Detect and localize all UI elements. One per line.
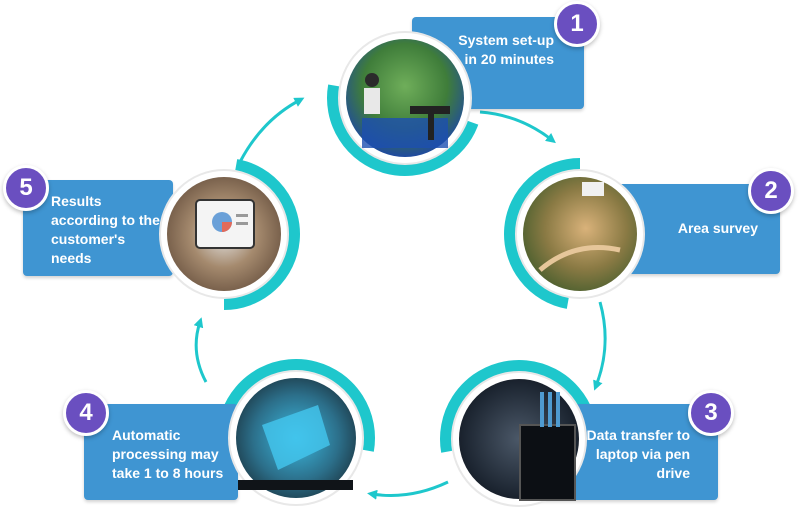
step-3-label: Data transfer to laptop via pen drive <box>586 427 690 481</box>
arrow-1-to-2 <box>479 110 556 144</box>
step-3-number-badge: 3 <box>688 390 734 436</box>
ring-step-2 <box>504 158 581 309</box>
step-4-number-badge: 4 <box>63 390 109 436</box>
arrow-2-to-3 <box>593 301 607 391</box>
tablet-with-charts-photo <box>159 169 289 299</box>
drone-setup-in-field-photo <box>338 31 472 165</box>
step-5-label: Results according to the customer's need… <box>51 193 160 266</box>
step-1-number-badge: 1 <box>554 1 600 47</box>
processed-map-on-monitor-photo <box>228 370 364 506</box>
arrow-3-to-4 <box>367 480 449 500</box>
ring-step-5 <box>223 159 300 310</box>
step-5-number-badge: 5 <box>3 165 49 211</box>
ring-step-4 <box>221 359 375 452</box>
laptop-data-screen-photo <box>451 371 587 507</box>
step-4-label: Automatic processing may take 1 to 8 hou… <box>112 427 224 481</box>
step-2-number-badge: 2 <box>748 168 794 214</box>
ring-step-3 <box>440 360 594 453</box>
step-5-box: Results according to the customer's need… <box>23 180 173 276</box>
arrow-4-to-5 <box>193 317 208 383</box>
aerial-view-of-site-photo <box>515 169 645 299</box>
step-2-label: Area survey <box>677 220 758 236</box>
step-4-box: Automatic processing may take 1 to 8 hou… <box>84 404 238 500</box>
arrow-5-to-1 <box>238 97 305 163</box>
ring-step-1 <box>327 84 479 176</box>
step-1-label: System set-up in 20 minutes <box>458 32 554 67</box>
